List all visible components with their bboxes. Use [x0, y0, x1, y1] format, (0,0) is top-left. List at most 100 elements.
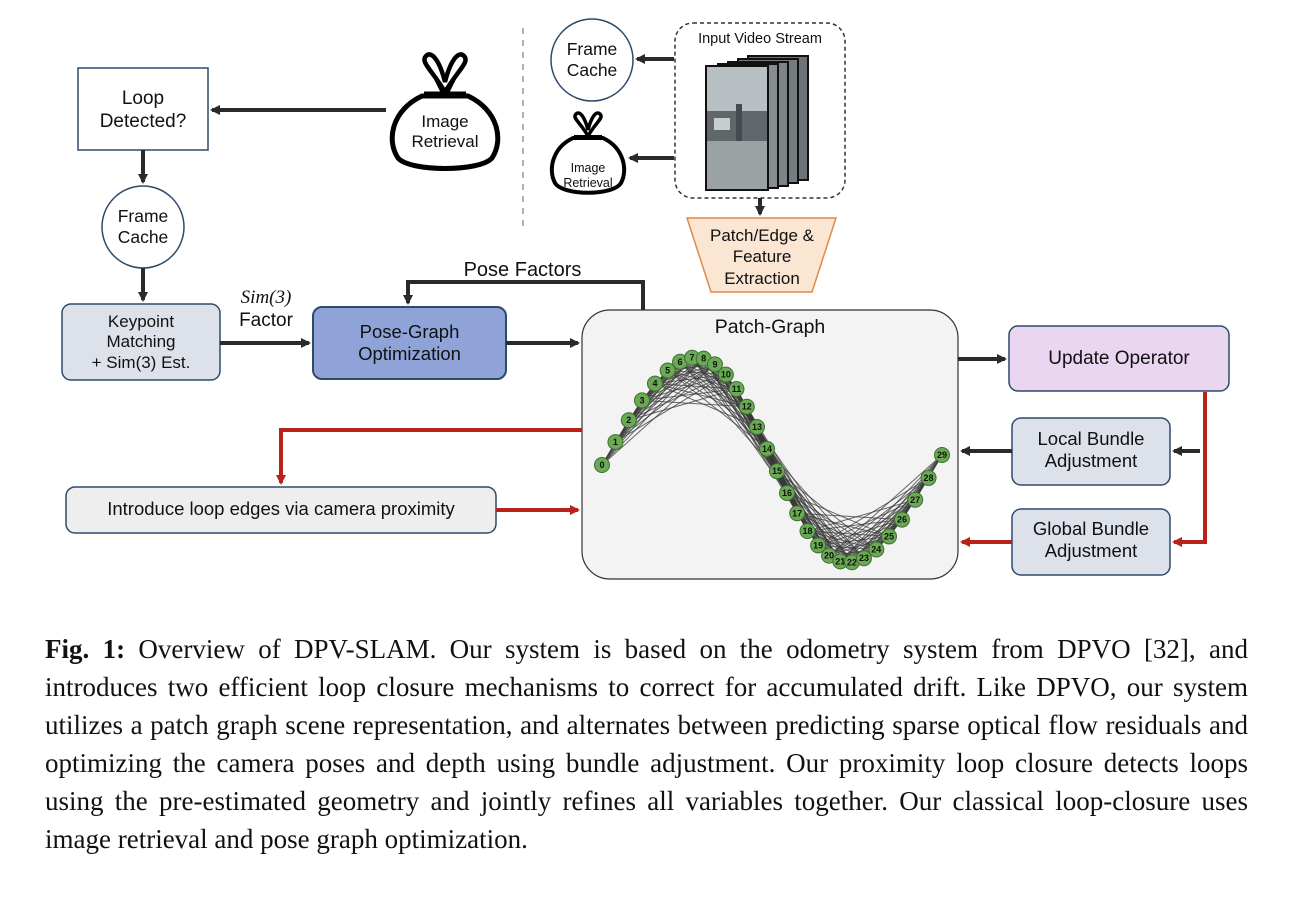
feature-extraction-label: Patch/Edge & Feature Extraction — [690, 225, 834, 289]
graph-node-label: 21 — [835, 556, 845, 566]
graph-node — [607, 434, 624, 451]
pose-graph-optimization-label: Pose-Graph Optimization — [313, 321, 506, 365]
graph-edge — [817, 519, 903, 546]
patch-graph-title: Patch-Graph — [714, 316, 826, 338]
arrow-pose-factors — [403, 280, 645, 310]
graph-edge — [797, 512, 890, 537]
local-ba-label: Local Bundle Adjustment — [1012, 428, 1170, 472]
video-frames-stack — [705, 55, 809, 191]
graph-node-label: 16 — [782, 488, 792, 498]
image-retrieval-bag-icon — [389, 52, 501, 171]
image-retrieval-small-label: Image Retrieval — [553, 161, 623, 191]
frame-cache-top-line2: Cache — [566, 60, 618, 80]
sim3-factor-line2: Factor — [239, 309, 293, 331]
graph-node — [706, 356, 723, 373]
caption-label: Fig. 1: — [45, 634, 126, 664]
graph-node-label: 19 — [813, 540, 823, 550]
arrow-patchgraph-to-loopedges — [276, 428, 582, 485]
graph-node-label: 0 — [599, 460, 604, 470]
graph-node-label: 27 — [910, 495, 920, 505]
keypoint-matching-line1: Keypoint — [107, 312, 175, 331]
graph-node — [717, 366, 734, 383]
graph-edge — [641, 388, 737, 401]
image-retrieval-small-bag-icon — [549, 111, 627, 195]
graph-node-label: 28 — [924, 473, 934, 483]
keypoint-matching-label: Keypoint Matching + Sim(3) Est. — [62, 312, 220, 373]
feature-extraction-trapezoid — [685, 217, 838, 293]
graph-node-label: 10 — [721, 370, 731, 380]
image-retrieval-small-line1: Image — [570, 161, 606, 175]
graph-node-label: 12 — [742, 402, 752, 412]
graph-node — [920, 469, 937, 486]
frame-cache-top-line1: Frame — [566, 39, 618, 59]
graph-node-label: 4 — [652, 379, 657, 389]
graph-edge — [797, 512, 903, 521]
frame-cache-top-circle — [550, 18, 634, 102]
graph-node-label: 2 — [626, 415, 631, 425]
graph-node-label: 29 — [937, 450, 947, 460]
sim3-factor-line1: Sim(3) — [240, 287, 292, 308]
graph-node-label: 6 — [678, 357, 683, 367]
graph-node-label: 23 — [859, 553, 869, 563]
graph-edge — [817, 477, 929, 546]
graph-node — [799, 523, 816, 540]
graph-node — [738, 398, 755, 415]
frame-cache-left-line1: Frame — [117, 206, 169, 226]
graph-edge — [796, 512, 877, 550]
graph-node-label: 15 — [772, 466, 782, 476]
graph-node — [768, 463, 785, 480]
graph-node — [759, 440, 776, 457]
graph-node-label: 24 — [871, 544, 881, 554]
graph-node — [810, 537, 827, 554]
graph-node-label: 25 — [884, 531, 894, 541]
feature-extraction-line3: Extraction — [724, 268, 800, 288]
global-ba-label: Global Bundle Adjustment — [1012, 518, 1170, 562]
graph-node — [907, 491, 924, 508]
graph-node-label: 5 — [665, 366, 670, 376]
graph-node-label: 7 — [690, 353, 695, 363]
graph-node-label: 1 — [613, 437, 618, 447]
graph-node — [594, 457, 610, 473]
graph-node — [748, 418, 765, 435]
graph-node-label: 9 — [712, 359, 717, 369]
loop-detected-line2: Detected? — [99, 110, 187, 132]
global-ba-line2: Adjustment — [1044, 540, 1138, 562]
pose-graph-line2: Optimization — [358, 343, 461, 365]
graph-node — [868, 541, 885, 558]
graph-node-label: 17 — [792, 508, 802, 518]
graph-node — [893, 511, 910, 528]
graph-node — [620, 412, 637, 429]
frame-cache-top-label: Frame Cache — [551, 39, 633, 81]
loop-detected-label: Loop Detected? — [78, 88, 208, 134]
graph-node-label: 26 — [897, 515, 907, 525]
sim3-factor-label: Sim(3) Factor — [222, 287, 310, 333]
graph-node-label: 14 — [762, 444, 772, 454]
graph-node-label: 22 — [847, 557, 857, 567]
graph-node — [728, 380, 745, 397]
pose-graph-line1: Pose-Graph — [359, 321, 460, 342]
arrow-update-to-global — [1172, 392, 1207, 547]
red-arrows — [276, 392, 1207, 547]
frame-cache-left-label: Frame Cache — [102, 206, 184, 248]
graph-node-label: 3 — [640, 395, 645, 405]
graph-node — [779, 485, 796, 502]
global-ba-line1: Global Bundle — [1032, 518, 1150, 539]
graph-edge — [641, 399, 747, 408]
dark-arrows — [138, 54, 1200, 456]
graph-node — [855, 550, 872, 567]
frame-cache-left-line2: Cache — [117, 227, 169, 247]
feature-extraction-line1: Patch/Edge & — [710, 226, 814, 245]
graph-node-label: 18 — [803, 526, 813, 536]
graph-node-label: 20 — [824, 551, 834, 561]
graph-node-label: 11 — [732, 384, 742, 394]
image-retrieval-label: Image Retrieval — [396, 112, 494, 153]
graph-node-label: 8 — [701, 354, 706, 364]
loop-edges-label: Introduce loop edges via camera proximit… — [107, 498, 455, 519]
graph-node — [789, 505, 806, 522]
image-retrieval-small-line2: Retrieval — [563, 176, 613, 190]
pose-factors-label: Pose Factors — [463, 259, 582, 281]
image-retrieval-line1: Image — [421, 112, 469, 131]
update-operator-label: Update Operator — [1048, 348, 1190, 369]
